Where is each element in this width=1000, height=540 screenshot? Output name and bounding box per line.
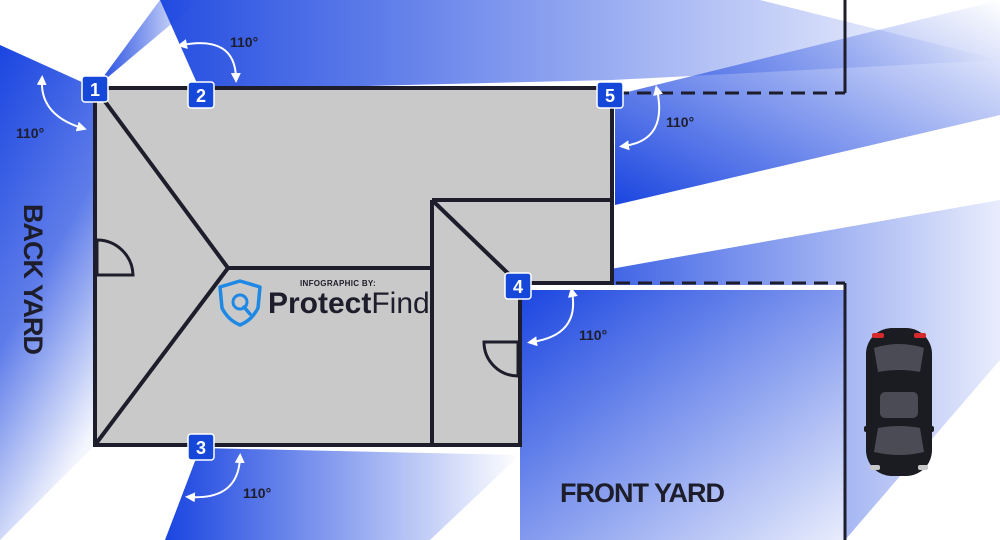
camera-badge-5: 5 [596,81,624,109]
house-plan [93,86,614,447]
camera-badge-1: 1 [81,75,109,103]
brand-name-bold: Protect [268,287,371,320]
camera-number: 2 [196,86,206,106]
curved-double-arrow-icon [527,287,578,347]
roof-line [430,198,520,285]
curved-double-arrow-icon [619,85,663,151]
door-swing-icon [482,340,520,378]
coverage-cone-camera-4-down [520,290,845,540]
camera-number: 5 [605,86,615,106]
coverage-cone-camera-5 [615,0,1000,205]
camera-badge-3: 3 [187,433,215,461]
camera-number: 3 [196,438,206,458]
angle-arrows [36,39,663,503]
angle-label-camera-2: 110° [230,34,258,50]
roof-line [93,266,230,447]
coverage-cone-camera-1-back [0,45,95,540]
door-swing-icon [95,238,135,277]
camera-badge-2: 2 [187,81,215,109]
back-yard-label: BACK YARD [18,204,48,355]
angle-label-camera-3: 110° [243,485,271,501]
camera-badge-4: 4 [504,272,532,300]
curved-double-arrow-icon [185,453,245,503]
credit-prefix: INFOGRAPHIC BY: [300,279,376,288]
curved-double-arrow-icon [36,75,87,132]
camera-badges: 1 2 3 4 5 [81,75,624,461]
brand-name: ProtectFind [268,287,430,320]
brand-credit: INFOGRAPHIC BY: ProtectFind [218,279,430,327]
angle-label-camera-5: 110° [666,114,694,130]
car-icon [864,328,934,476]
curved-double-arrow-icon [177,39,241,83]
angle-labels: 110° 110° 110° 110° 110° [16,34,694,501]
coverage-cone-camera-3 [165,448,520,540]
front-yard-label: FRONT YARD [560,478,725,508]
camera-number: 4 [513,277,523,297]
angle-label-camera-4: 110° [579,327,607,343]
roof-line [93,86,230,270]
shield-lock-icon [218,279,262,327]
brand-name-light: Find [371,287,429,320]
camera-number: 1 [90,80,100,100]
angle-label-camera-1: 110° [16,125,44,141]
property-boundaries [528,0,847,540]
